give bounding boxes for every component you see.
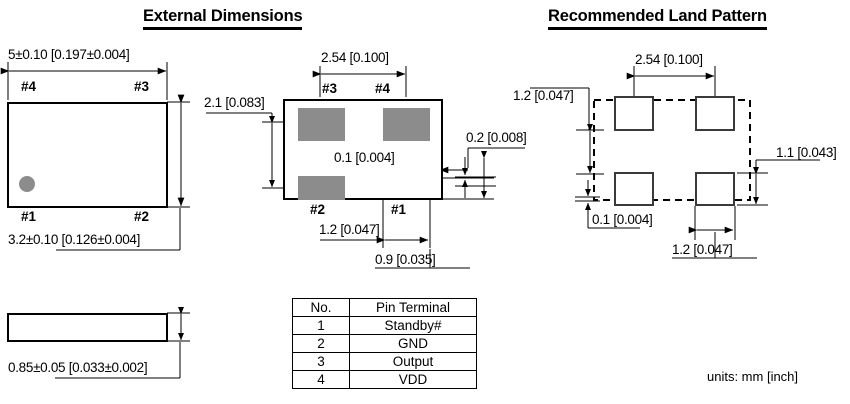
top-view-pin-3-label: #3 [134,79,150,94]
pin-table-header-no: No. [292,298,350,317]
land-row-gap-dimension: 0.1 [0.004] [592,212,653,227]
bottom-view-pitch-dimension: 2.54 [0.100] [321,50,389,65]
land-pad-top-right [695,96,735,131]
pin-table-header-terminal: Pin Terminal [349,298,477,317]
pin-table-header-row: No. Pin Terminal [292,298,477,317]
bottom-view-gap-dimension: 0.1 [0.004] [334,150,395,165]
bottom-view-pad-4 [383,108,430,141]
top-view-width-dimension: 5±0.10 [0.197±0.004] [8,47,130,62]
bottom-view-pad-3 [298,108,345,141]
side-view-height-dimension: 0.85±0.05 [0.033±0.002] [8,360,148,375]
pin-terminal-1: Standby# [349,316,477,335]
pin-table-body: No. Pin Terminal 1 Standby# 2 GND 3 Outp… [292,298,477,389]
top-view-pin-2-label: #2 [134,209,150,224]
bottom-view-pad-edge-dimension: 0.2 [0.008] [466,130,527,145]
pin-no-2: 2 [292,334,350,353]
bottom-view-pin-1-label: #1 [391,202,407,217]
bottom-view-pin-4-label: #4 [375,81,391,96]
pin-table-row: 3 Output [292,352,477,371]
pin-table-row: 4 VDD [292,370,477,389]
land-pitch-dimension: 2.54 [0.100] [635,52,703,67]
pin1-dot-marker [19,176,35,192]
top-view-pin-1-label: #1 [21,209,37,224]
land-pad-bottom-right [695,172,735,206]
bottom-view-pin-3-label: #3 [322,81,338,96]
pin-terminal-3: Output [349,352,477,371]
land-pad-top-left [614,96,654,131]
top-view-height-dimension: 3.2±0.10 [0.126±0.004] [8,232,141,247]
bottom-view-pad-1 [385,176,440,200]
bottom-view-pad-2 [298,176,345,200]
land-pad-width-top-dimension: 1.2 [0.047] [513,88,574,103]
package-top-view-body [7,102,168,208]
pin-table-row: 2 GND [292,334,477,353]
bottom-view-pad-width-dimension: 1.2 [0.047] [319,222,380,237]
title-external-dimensions: External Dimensions [143,7,303,30]
bottom-view-pad-offset-dimension: 0.9 [0.035] [375,252,436,267]
top-view-pin-4-label: #4 [21,79,37,94]
pin-terminal-2: GND [349,334,477,353]
package-side-view-body [7,313,168,342]
pin-no-1: 1 [292,316,350,335]
land-pad-bottom-left [614,172,654,206]
title-recommended-land-pattern: Recommended Land Pattern [548,7,767,30]
land-pad-height-dimension: 1.1 [0.043] [776,145,837,160]
bottom-view-pin-2-label: #2 [310,202,326,217]
pin-terminal-table: No. Pin Terminal 1 Standby# 2 GND 3 Outp… [292,298,477,389]
land-pad-width-bottom-dimension: 1.2 [0.047] [672,242,733,257]
pin-table-row: 1 Standby# [292,316,477,335]
pin-no-4: 4 [292,370,350,389]
pin-no-3: 3 [292,352,350,371]
bottom-view-row-span-dimension: 2.1 [0.083] [204,95,265,110]
pin-terminal-4: VDD [349,370,477,389]
units-note: units: mm [inch] [707,369,799,384]
